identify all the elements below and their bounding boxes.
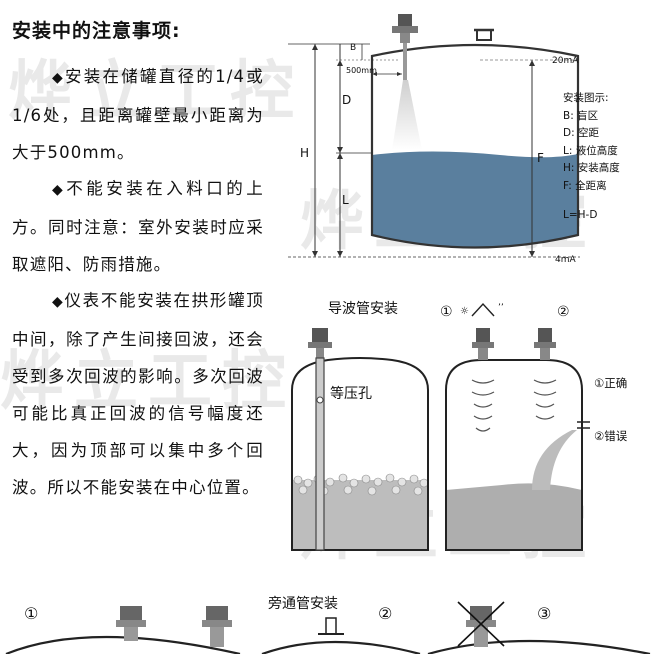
radar-sensor	[398, 14, 412, 26]
radar-sensor	[206, 606, 228, 620]
mount-position-tank: ☼ ʼʼ	[445, 302, 590, 551]
label-4mA: 4mA	[555, 255, 576, 265]
label-L: L	[342, 193, 349, 207]
legend-title: 安装图示:	[563, 92, 609, 104]
bullet: ◆	[52, 70, 66, 86]
label-F: F	[537, 151, 544, 165]
guide-pipe	[315, 357, 325, 551]
radar-sensor	[538, 328, 552, 342]
label-distance: 500mm	[346, 66, 377, 75]
install-legend: 安装图示: B: 盲区 D: 空距 L: 液位高度 H: 安装高度 F: 全距离…	[563, 90, 620, 225]
bypass-caption: 旁通管安装	[268, 596, 338, 612]
correct-label: ①正确	[594, 376, 628, 390]
label-D: D	[342, 93, 352, 107]
marker-1: ①	[24, 604, 39, 623]
watermark: 烨立工控	[8, 54, 304, 129]
legend-item: H: 安装高度	[563, 162, 620, 174]
liquid	[372, 151, 578, 248]
tank-dimension-diagram	[288, 14, 580, 258]
label-B: B	[350, 43, 357, 53]
paragraph-2: ◆不能安装在入料口的上方。同时注意：室外安装时应采取遮阳、防雨措施。	[12, 170, 264, 283]
paragraph-3: ◆仪表不能安装在拱形罐顶中间，除了产生间接回波，还会受到多次回波的影响。多次回波…	[12, 282, 264, 506]
cross-icon	[457, 601, 505, 647]
radar-beam	[392, 80, 422, 150]
watermark: 烨立工控	[0, 344, 296, 419]
paragraph-text: 不能安装在入料口的上方。同时注意：室外安装时应采取遮阳、防雨措施。	[12, 179, 265, 274]
legend-item: B: 盲区	[563, 109, 599, 122]
legend-item: D: 空距	[563, 127, 599, 139]
marker-2: ②	[378, 604, 393, 623]
wrong-label: ②错误	[594, 429, 628, 443]
bullet: ◆	[52, 182, 67, 198]
label-20mA: 20mA	[552, 56, 579, 66]
radar-sensor	[470, 606, 492, 620]
marker-3: ③	[537, 604, 552, 623]
marker-2: ②	[557, 304, 570, 320]
tank-outline	[370, 43, 580, 249]
radar-sensor	[312, 328, 328, 342]
marker-1: ①	[440, 304, 453, 320]
paragraph-text: 安装在储罐直径的1/4或1/6处，且距离罐壁最小距离为大于500mm。	[12, 67, 264, 162]
guided-pipe-caption: 导波管安装	[328, 301, 398, 317]
legend-item: L: 液位高度	[563, 144, 618, 157]
page-title: 安装中的注意事项:	[12, 20, 181, 42]
paragraph-text: 仪表不能安装在拱形罐顶中间，除了产生间接回波，还会受到多次回波的影响。多次回波可…	[12, 291, 264, 497]
paragraph-1: ◆安装在储罐直径的1/4或1/6处，且距离罐壁最小距离为大于500mm。	[12, 58, 264, 171]
radar-sensor	[120, 606, 142, 620]
svg-text:☼: ☼	[460, 306, 469, 317]
svg-text:ʼʼ: ʼʼ	[498, 303, 504, 313]
bullet: ◆	[52, 294, 65, 310]
legend-formula: L=H-D	[563, 209, 598, 221]
pressure-hole-label: 等压孔	[330, 386, 372, 402]
bypass-diagram	[5, 601, 651, 654]
legend-item: F: 全距离	[563, 179, 607, 192]
label-H: H	[300, 146, 310, 160]
radar-sensor	[476, 328, 490, 342]
guided-pipe-tank	[291, 328, 429, 551]
